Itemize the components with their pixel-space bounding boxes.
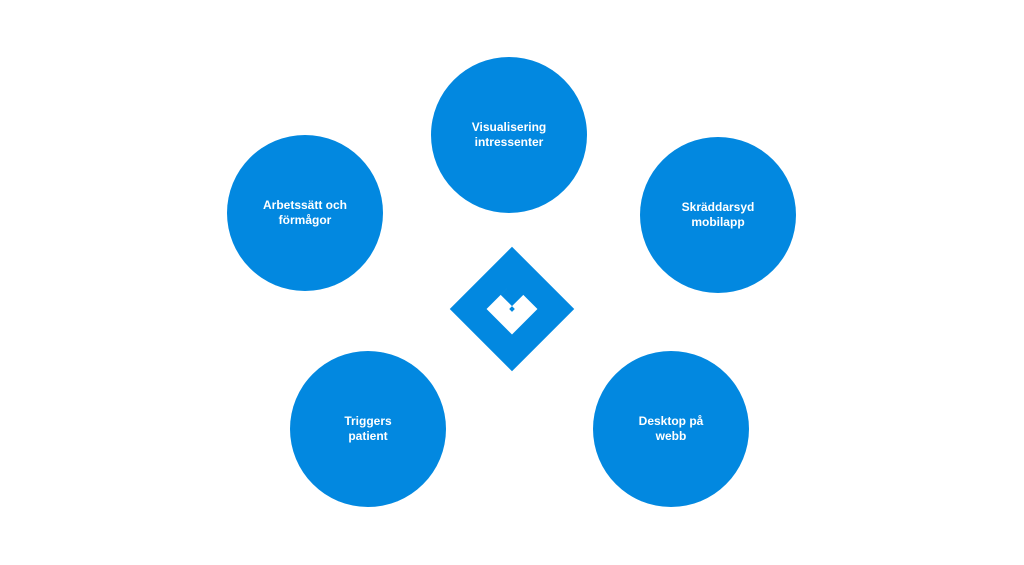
- node-label: Triggers patient: [344, 414, 392, 443]
- node-label: Arbetssätt och förmågor: [262, 198, 348, 227]
- diamond-logo-icon: [449, 246, 575, 372]
- node-triggers-patient: Triggers patient: [290, 351, 446, 507]
- node-label: Desktop på webb: [638, 414, 704, 443]
- node-arbetssatt-och-formagor: Arbetssätt och förmågor: [227, 135, 383, 291]
- node-skraddarsyd-mobilapp: Skräddarsyd mobilapp: [640, 137, 796, 293]
- node-visualisering-intressenter: Visualisering intressenter: [431, 57, 587, 213]
- node-label: Visualisering intressenter: [471, 120, 547, 149]
- node-label: Skräddarsyd mobilapp: [681, 200, 755, 229]
- node-desktop-pa-webb: Desktop på webb: [593, 351, 749, 507]
